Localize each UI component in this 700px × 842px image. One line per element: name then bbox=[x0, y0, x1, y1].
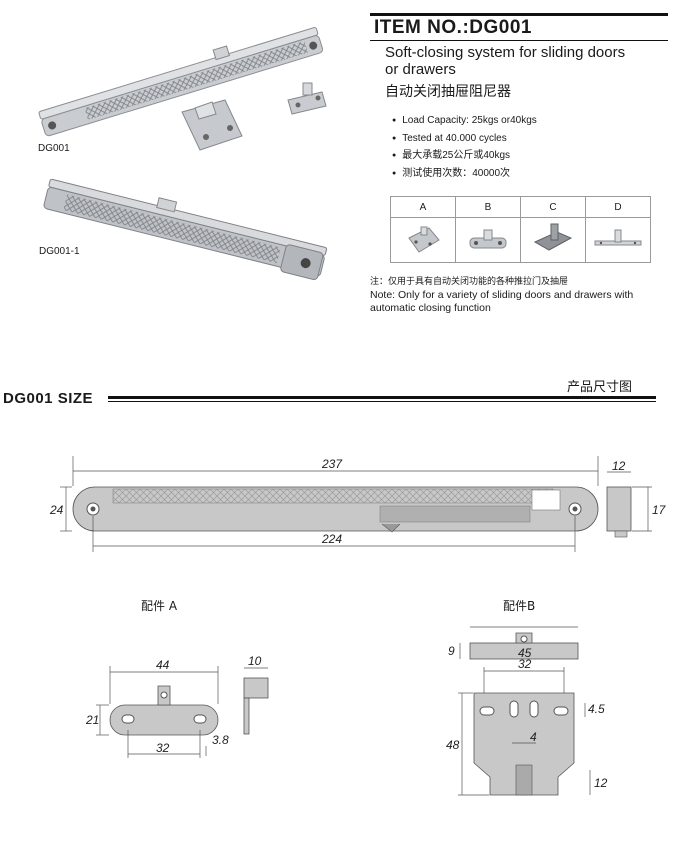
part-a-width: 44 bbox=[156, 658, 170, 672]
dim-hole-span: 224 bbox=[321, 532, 342, 546]
spec-item: 最大承载25公斤或40kgs bbox=[392, 147, 537, 165]
main-dimension-drawing: 237 24 224 12 17 bbox=[49, 456, 667, 552]
usage-note-cn: 注：仅用于具有自动关闭功能的各种推拉门及抽屉 bbox=[370, 277, 569, 287]
accessory-d-icon bbox=[594, 229, 642, 245]
usage-note-en-1: Note: Only for a variety of sliding door… bbox=[370, 289, 634, 301]
table-header-d: D bbox=[585, 196, 651, 218]
part-b-hole-span: 32 bbox=[518, 657, 532, 671]
part-a-slot: 3.8 bbox=[212, 733, 229, 747]
part-b-top-height: 9 bbox=[448, 644, 455, 658]
spec-item: Tested at 40.000 cycles bbox=[392, 130, 537, 148]
size-section-title: DG001 SIZE bbox=[3, 390, 94, 407]
accessory-a-icon bbox=[408, 226, 440, 253]
dim-end-height: 17 bbox=[652, 503, 667, 517]
usage-note: 注：仅用于具有自动关闭功能的各种推拉门及抽屉 Note: Only for a … bbox=[370, 276, 633, 315]
part-b-inner: 4 bbox=[530, 730, 537, 744]
table-header-b: B bbox=[455, 196, 521, 218]
part-a-hole-span: 32 bbox=[156, 741, 170, 755]
size-section-rule bbox=[108, 396, 656, 399]
part-a-side: 10 bbox=[248, 654, 262, 668]
description-line-2: or drawers bbox=[385, 61, 456, 78]
part-b-bottom: 12 bbox=[594, 776, 608, 790]
table-cell-c bbox=[520, 217, 586, 263]
table-cell-b bbox=[455, 217, 521, 263]
part-a-height: 21 bbox=[85, 713, 99, 727]
table-header-c: C bbox=[520, 196, 586, 218]
product-label-dg001-1: DG001-1 bbox=[39, 246, 80, 257]
dim-length: 237 bbox=[321, 457, 343, 471]
part-a-drawing: 44 21 32 3.8 10 bbox=[85, 654, 269, 758]
usage-note-en-2: automatic closing function bbox=[370, 302, 491, 314]
product-label-dg001: DG001 bbox=[38, 143, 70, 154]
dim-end-width: 12 bbox=[612, 459, 626, 473]
product-photo-dg001 bbox=[38, 27, 327, 151]
accessory-table: A B C D bbox=[390, 196, 651, 263]
table-cell-d bbox=[585, 217, 651, 263]
product-description: Soft-closing system for sliding doors or… bbox=[385, 44, 625, 78]
accessory-b-icon bbox=[469, 229, 507, 248]
product-photo-dg001-1 bbox=[43, 178, 328, 281]
header-rule-top bbox=[370, 13, 668, 16]
spec-item: 测试使用次数：40000次 bbox=[392, 165, 537, 183]
part-b-height: 48 bbox=[446, 738, 460, 752]
product-description-cn: 自动关闭抽屉阻尼器 bbox=[385, 84, 511, 100]
item-number-title: ITEM NO.:DG001 bbox=[374, 17, 532, 38]
table-cell-a bbox=[390, 217, 456, 263]
size-section-rule-thin bbox=[108, 401, 656, 402]
spec-item: Load Capacity: 25kgs or40kgs bbox=[392, 112, 537, 130]
part-b-slot-offset: 4.5 bbox=[588, 702, 605, 716]
description-line-1: Soft-closing system for sliding doors bbox=[385, 44, 626, 61]
part-b-label: 配件B bbox=[503, 599, 536, 613]
size-section-cn-title: 产品尺寸图 bbox=[567, 380, 633, 395]
part-a-label: 配件 A bbox=[141, 599, 178, 613]
header-rule-bottom bbox=[370, 40, 668, 41]
accessory-c-icon bbox=[533, 223, 573, 251]
part-b-top-width: 45 bbox=[518, 646, 532, 660]
table-header-a: A bbox=[390, 196, 456, 218]
spec-list: Load Capacity: 25kgs or40kgs Tested at 4… bbox=[392, 112, 537, 182]
dim-height: 24 bbox=[49, 503, 64, 517]
part-b-drawing: 9 45 32 4.5 4 48 12 bbox=[446, 626, 608, 796]
